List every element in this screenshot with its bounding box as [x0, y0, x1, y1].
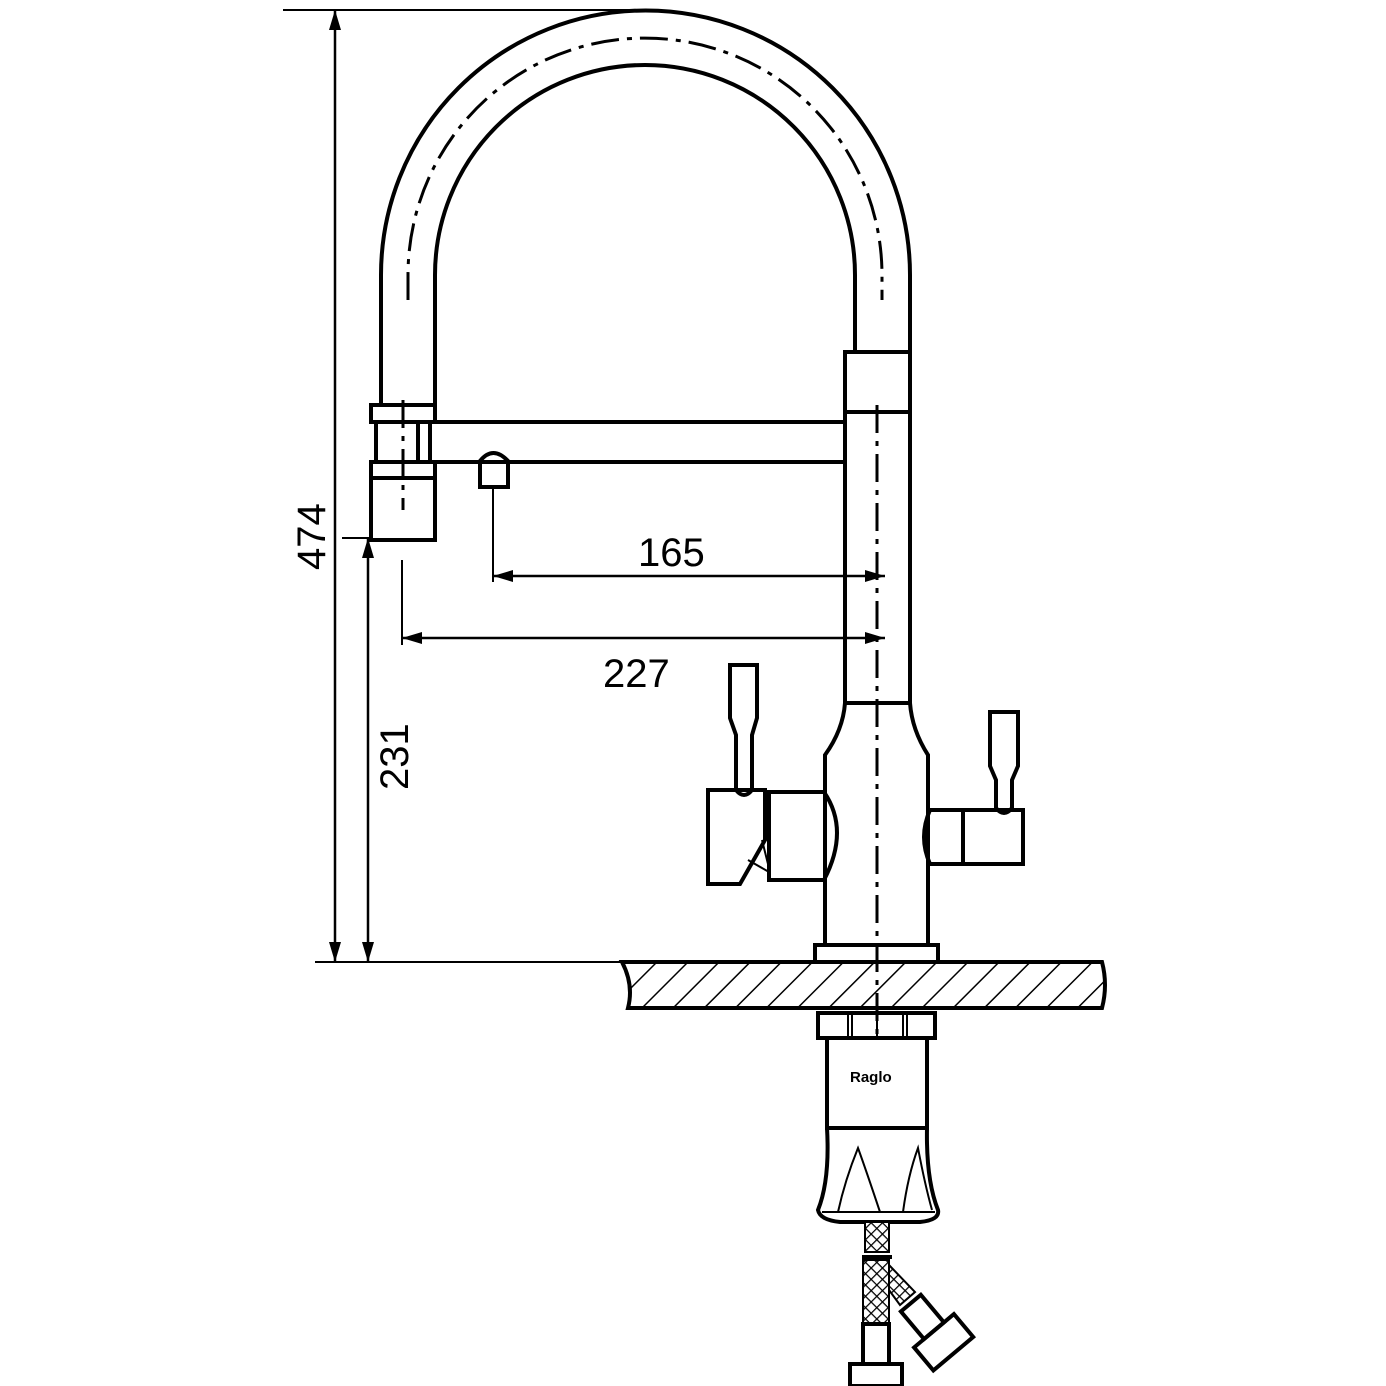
dimension-227: 227 — [401, 560, 885, 696]
brand-logo: Raglo — [850, 1069, 892, 1086]
left-handle — [706, 663, 839, 886]
dimension-474-label: 474 — [290, 503, 334, 570]
faucet-body — [813, 350, 940, 1040]
dimension-227-label: 227 — [603, 652, 670, 696]
countertop — [618, 960, 1107, 1010]
dimension-231: 231 — [342, 537, 417, 962]
dimension-231-label: 231 — [373, 723, 417, 790]
filtered-nozzle — [478, 451, 510, 489]
mounting-assembly: Raglo — [815, 1011, 941, 1224]
dimension-165-label: 165 — [638, 531, 705, 575]
dimension-165: 165 — [492, 487, 885, 582]
spray-head — [369, 400, 437, 542]
spout — [379, 8, 912, 405]
right-handle — [922, 710, 1025, 866]
dimension-474: 474 — [283, 9, 662, 962]
supply-hoses — [848, 1221, 977, 1386]
